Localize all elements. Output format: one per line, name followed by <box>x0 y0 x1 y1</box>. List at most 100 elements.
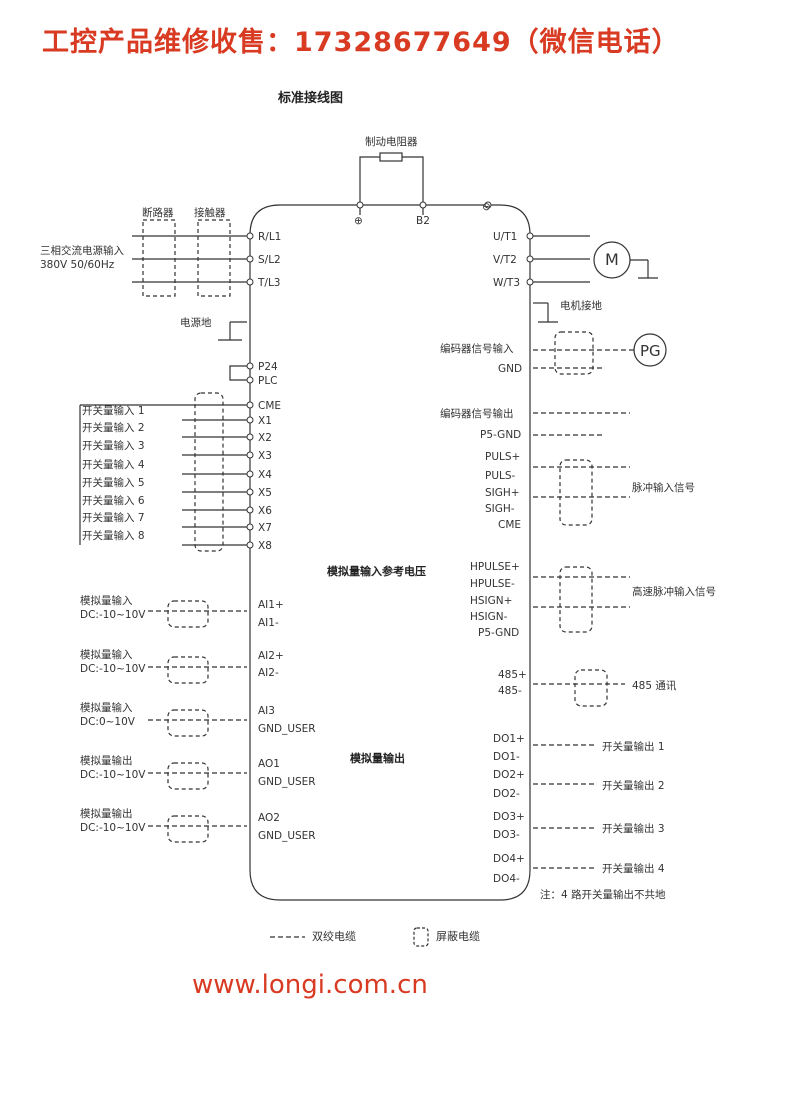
contactor-label: 接触器 <box>194 206 226 219</box>
terminal-ai3-gnd: GND_USER <box>258 723 316 735</box>
terminal-do3m: DO3- <box>493 829 520 841</box>
terminal-do1p: DO1+ <box>493 733 525 745</box>
terminal-hsign-p: HSIGN+ <box>470 595 512 607</box>
diagram-title: 标准接线图 <box>278 91 344 106</box>
pulse-signal-label: 脉冲输入信号 <box>632 481 695 494</box>
switch-input-5: 开关量输入 5 <box>82 476 145 489</box>
terminal-do4m: DO4- <box>493 873 520 885</box>
terminal-u: U/T1 <box>493 231 517 243</box>
terminal-w: W/T3 <box>493 277 520 289</box>
terminal-s: S/L2 <box>258 254 281 266</box>
terminal-ao2: AO2 <box>258 812 280 824</box>
terminal-x4: X4 <box>258 469 272 481</box>
do-label-3: 开关量输出 3 <box>602 822 665 835</box>
power-input-spec: 380V 50/60Hz <box>40 259 115 271</box>
banner-text: 工控产品维修收售：17328677649（微信电话） <box>42 27 680 58</box>
terminal-485p: 485+ <box>498 669 527 681</box>
switch-input-8: 开关量输入 8 <box>82 529 145 542</box>
terminal-ai1p: AI1+ <box>258 599 284 611</box>
switch-input-7: 开关量输入 7 <box>82 511 145 524</box>
analog-group-5-label: 模拟量输出 <box>80 807 133 820</box>
terminal-x3: X3 <box>258 450 272 462</box>
terminal-x5: X5 <box>258 487 272 499</box>
terminal-t: T/L3 <box>257 277 280 289</box>
analog-group-1-range: DC:-10~10V <box>80 609 146 621</box>
analog-group-2-range: DC:-10~10V <box>80 663 146 675</box>
b2-terminal-label: B2 <box>416 215 430 227</box>
terminal-ai2m: AI2- <box>258 667 279 679</box>
terminal-x2: X2 <box>258 432 272 444</box>
do-label-1: 开关量输出 1 <box>602 740 665 753</box>
terminal-ao1: AO1 <box>258 758 280 770</box>
legend-twisted-label: 双绞电缆 <box>312 930 356 943</box>
analog-group-3-range: DC:0~10V <box>80 716 136 728</box>
terminal-hsign-m: HSIGN- <box>470 611 508 623</box>
website-url: www.longi.com.cn <box>192 970 428 1000</box>
rs485-label: 485 通讯 <box>632 679 677 692</box>
analog-group-4-label: 模拟量输出 <box>80 754 133 767</box>
terminal-hpulse-m: HPULSE- <box>470 578 515 590</box>
encoder-label: PG <box>640 342 661 360</box>
power-input-label: 三相交流电源输入 <box>40 244 124 257</box>
do-label-2: 开关量输出 2 <box>602 779 665 792</box>
power-ground-label: 电源地 <box>180 316 212 329</box>
analog-group-1-label: 模拟量输入 <box>80 594 133 607</box>
brake-resistor-symbol <box>379 152 403 162</box>
brake-resistor-label: 制动电阻器 <box>365 135 418 148</box>
terminal-v: V/T2 <box>493 254 517 266</box>
analog-group-2-label: 模拟量输入 <box>80 648 133 661</box>
analog-group-4-range: DC:-10~10V <box>80 769 146 781</box>
motor-ground-label: 电机接地 <box>560 299 602 312</box>
analog-group-5-range: DC:-10~10V <box>80 822 146 834</box>
terminal-puls-m: PULS- <box>485 470 516 482</box>
terminal-ai3: AI3 <box>258 705 275 717</box>
terminal-sigh-p: SIGH+ <box>485 487 520 499</box>
analog-group-3-label: 模拟量输入 <box>80 701 133 714</box>
terminal-do4p: DO4+ <box>493 853 525 865</box>
terminal-x6: X6 <box>258 505 272 517</box>
terminal-x8: X8 <box>258 540 272 552</box>
do-note: 注：4 路开关量输出不共地 <box>540 888 666 901</box>
terminal-do2p: DO2+ <box>493 769 525 781</box>
terminal-485m: 485- <box>498 685 522 697</box>
terminal-p24: P24 <box>258 361 278 373</box>
terminal-do3p: DO3+ <box>493 811 525 823</box>
center-label-analog-out: 模拟量输出 <box>350 751 405 765</box>
terminal-sigh-m: SIGH- <box>485 503 515 515</box>
encoder-output-label: 编码器信号输出 <box>440 407 514 420</box>
terminal-ai1m: AI1- <box>258 617 279 629</box>
encoder-input-label: 编码器信号输入 <box>440 342 514 355</box>
do-label-4: 开关量输出 4 <box>602 862 665 875</box>
contactor-box <box>197 219 231 297</box>
terminal-p5gnd-2: P5-GND <box>478 627 519 639</box>
terminal-hpulse-p: HPULSE+ <box>470 561 520 573</box>
switch-input-6: 开关量输入 6 <box>82 494 145 507</box>
terminal-p5gnd: P5-GND <box>480 429 521 441</box>
switch-input-4: 开关量输入 4 <box>82 458 145 471</box>
legend-shielded-label: 屏蔽电缆 <box>436 930 480 943</box>
terminal-do2m: DO2- <box>493 788 520 800</box>
terminal-do1m: DO1- <box>493 751 520 763</box>
switch-input-2: 开关量输入 2 <box>82 421 145 434</box>
terminal-r: R/L1 <box>258 231 281 243</box>
inverter-body <box>249 204 531 901</box>
switch-input-3: 开关量输入 3 <box>82 439 145 452</box>
terminal-x7: X7 <box>258 522 272 534</box>
terminal-puls-p: PULS+ <box>485 451 520 463</box>
hpulse-signal-label: 高速脉冲输入信号 <box>632 585 716 598</box>
switch-input-1: 开关量输入 1 <box>82 404 145 417</box>
terminal-ao1-gnd: GND_USER <box>258 776 316 788</box>
center-label-ref-voltage: 模拟量输入参考电压 <box>327 564 426 578</box>
plus-terminal-label: ⊕ <box>354 215 363 227</box>
terminal-ai2p: AI2+ <box>258 650 284 662</box>
terminal-cme: CME <box>258 400 281 412</box>
terminal-plc: PLC <box>258 375 278 387</box>
terminal-ao2-gnd: GND_USER <box>258 830 316 842</box>
terminal-gnd: GND <box>498 363 522 375</box>
terminal-x1: X1 <box>258 415 272 427</box>
breaker-label: 断路器 <box>142 206 174 219</box>
breaker-box <box>142 219 176 297</box>
terminal-cme-right: CME <box>498 519 521 531</box>
minus-terminal-label: ⊖ <box>482 201 491 213</box>
